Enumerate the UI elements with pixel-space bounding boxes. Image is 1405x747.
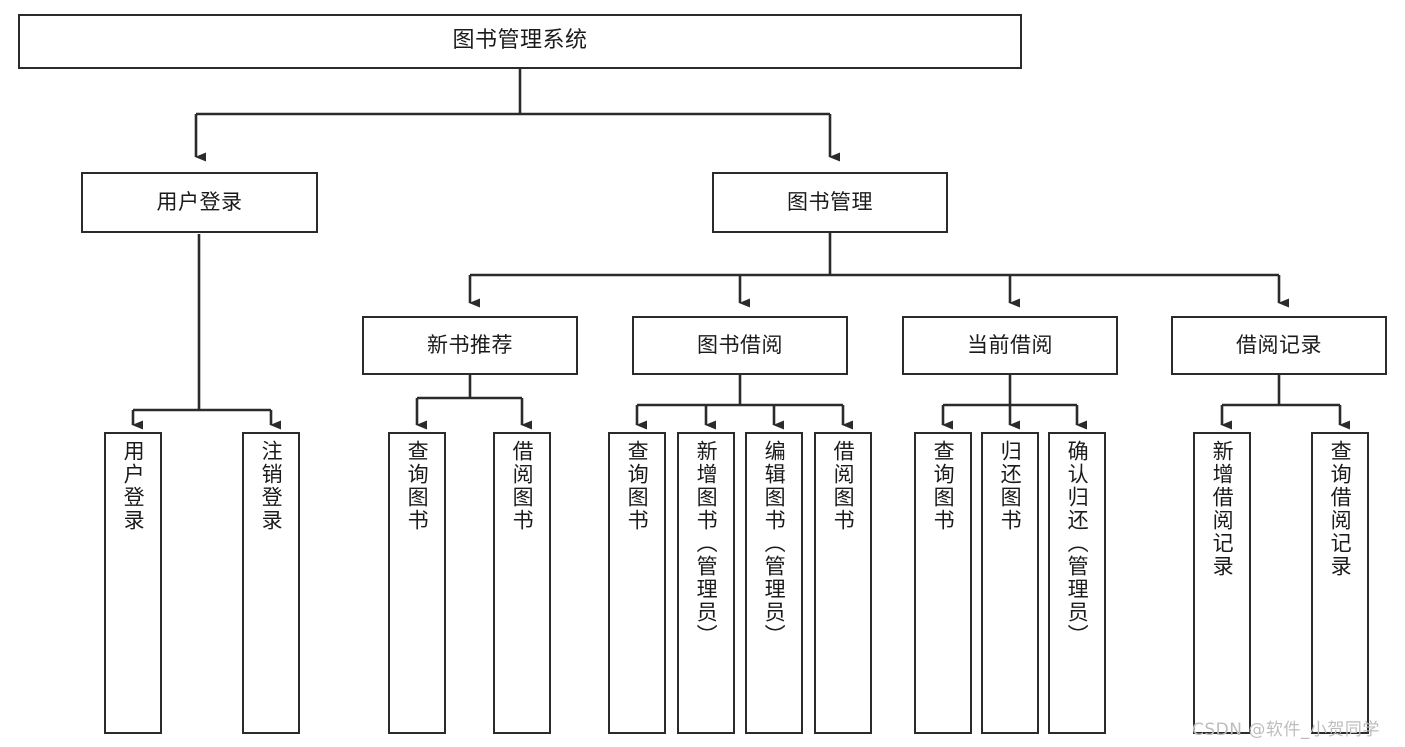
leaf-user-login[interactable]: 用户登录 bbox=[104, 432, 162, 734]
node-borrow-record-label: 借阅记录 bbox=[1236, 333, 1322, 358]
node-borrow-record[interactable]: 借阅记录 bbox=[1171, 316, 1387, 375]
node-book-borrow-label: 图书借阅 bbox=[697, 333, 783, 358]
leaf-borrow-book-1-label: 借阅图书 bbox=[510, 440, 535, 532]
leaf-edit-book-label: 编辑图书（管理员） bbox=[762, 440, 787, 647]
leaf-logout-login[interactable]: 注销登录 bbox=[242, 432, 300, 734]
leaf-return-book[interactable]: 归还图书 bbox=[981, 432, 1039, 734]
node-current-borrow-label: 当前借阅 bbox=[967, 333, 1053, 358]
leaf-add-record[interactable]: 新增借阅记录 bbox=[1193, 432, 1251, 734]
node-book-borrow[interactable]: 图书借阅 bbox=[632, 316, 848, 375]
node-user-login[interactable]: 用户登录 bbox=[81, 172, 318, 233]
leaf-borrow-book-2[interactable]: 借阅图书 bbox=[814, 432, 872, 734]
node-user-login-label: 用户登录 bbox=[156, 190, 243, 215]
node-book-manage-label: 图书管理 bbox=[787, 190, 873, 215]
leaf-borrow-book-2-label: 借阅图书 bbox=[831, 440, 856, 532]
leaf-add-book-label: 新增图书（管理员） bbox=[694, 440, 719, 647]
node-root[interactable]: 图书管理系统 bbox=[18, 14, 1022, 69]
leaf-edit-book[interactable]: 编辑图书（管理员） bbox=[745, 432, 803, 734]
leaf-query-book-1[interactable]: 查询图书 bbox=[388, 432, 446, 734]
leaf-query-record[interactable]: 查询借阅记录 bbox=[1311, 432, 1369, 734]
leaf-confirm-return[interactable]: 确认归还（管理员） bbox=[1048, 432, 1106, 734]
leaf-add-book[interactable]: 新增图书（管理员） bbox=[677, 432, 735, 734]
leaf-query-book-2[interactable]: 查询图书 bbox=[608, 432, 666, 734]
leaf-query-book-2-label: 查询图书 bbox=[625, 440, 650, 532]
leaf-query-book-1-label: 查询图书 bbox=[405, 440, 430, 532]
node-book-manage[interactable]: 图书管理 bbox=[712, 172, 948, 233]
node-new-book-recommend-label: 新书推荐 bbox=[427, 333, 513, 358]
leaf-logout-login-label: 注销登录 bbox=[259, 440, 284, 532]
leaf-query-record-label: 查询借阅记录 bbox=[1328, 440, 1353, 578]
leaf-add-record-label: 新增借阅记录 bbox=[1210, 440, 1235, 578]
csdn-watermark: CSDN @软件_小贺同学 bbox=[1192, 720, 1380, 740]
node-new-book-recommend[interactable]: 新书推荐 bbox=[362, 316, 578, 375]
leaf-return-book-label: 归还图书 bbox=[998, 440, 1023, 532]
leaf-borrow-book-1[interactable]: 借阅图书 bbox=[493, 432, 551, 734]
leaf-query-book-3-label: 查询图书 bbox=[931, 440, 956, 532]
leaf-user-login-label: 用户登录 bbox=[121, 440, 146, 532]
node-current-borrow[interactable]: 当前借阅 bbox=[902, 316, 1118, 375]
leaf-query-book-3[interactable]: 查询图书 bbox=[914, 432, 972, 734]
node-root-label: 图书管理系统 bbox=[452, 28, 588, 54]
leaf-confirm-return-label: 确认归还（管理员） bbox=[1065, 440, 1090, 647]
